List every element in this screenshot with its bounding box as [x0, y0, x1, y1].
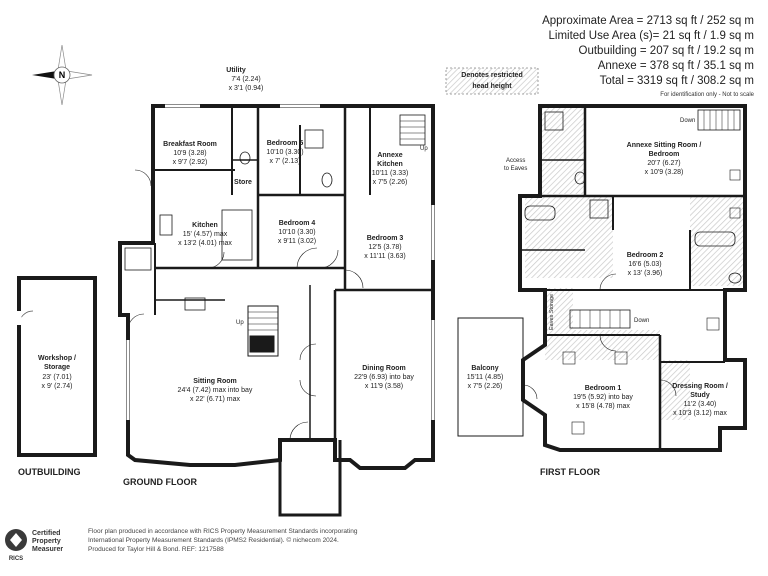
breakfast-dims2: x 9'7 (2.92)	[173, 159, 208, 166]
eaves-storage-label: Eaves Storage	[549, 294, 555, 330]
annexe-sitting-dims2: x 10'9 (3.28)	[645, 169, 684, 176]
annexe-kitchen-dims2: x 7'5 (2.26)	[373, 179, 408, 186]
workshop-dims2: x 9' (2.74)	[42, 383, 73, 390]
bedroom1-dims1: 19'5 (5.92) into bay	[573, 394, 633, 401]
annexe-sitting-name2: Bedroom	[649, 151, 680, 158]
identification-note: For identification only - Not to scale	[660, 92, 754, 98]
rics-badge-icon: RICS	[5, 529, 27, 562]
ground-floor-plan	[118, 104, 435, 517]
stairs-down-label: Down	[634, 318, 649, 324]
annexe-area: Annexe = 378 sq ft / 35.1 sq m	[597, 60, 754, 72]
dressing-name1: Dressing Room /	[672, 383, 728, 390]
balcony-dims1: 15'11 (4.85)	[467, 374, 504, 381]
sitting-name: Sitting Room	[193, 378, 237, 385]
rics-text: RICS	[9, 556, 23, 562]
bedroom4-dims2: x 9'11 (3.02)	[278, 238, 316, 245]
annexe-kitchen-name2: Kitchen	[377, 161, 403, 168]
kitchen-dims2: x 13'2 (4.01) max	[178, 240, 232, 247]
breakfast-name: Breakfast Room	[163, 141, 217, 148]
limited-use-area: Limited Use Area (s)= 21 sq ft / 1.9 sq …	[548, 30, 755, 42]
bedroom3-dims1: 12'5 (3.78)	[368, 244, 401, 251]
first-floor-label: FIRST FLOOR	[540, 467, 600, 477]
sitting-dims2: x 22' (6.71) max	[190, 396, 240, 403]
annexe-sitting-name1: Annexe Sitting Room /	[627, 142, 702, 149]
dressing-dims1: 11'2 (3.40)	[684, 401, 717, 408]
first-floor-plan	[518, 104, 747, 452]
bedroom5-dims1: 10'10 (3.30)	[266, 149, 303, 156]
dressing-dims2: x 10'3 (3.12) max	[673, 410, 727, 417]
bedroom3-dims2: x 11'11 (3.63)	[364, 253, 406, 260]
bedroom5-dims2: x 7' (2.13)	[270, 158, 301, 165]
kitchen-name: Kitchen	[192, 222, 218, 229]
bedroom4-dims1: 10'10 (3.30)	[278, 229, 315, 236]
sitting-dims1: 24'4 (7.42) max into bay	[178, 387, 253, 394]
breakfast-dims1: 10'9 (3.28)	[173, 150, 206, 157]
utility-dims2: x 3'1 (0.94)	[229, 85, 264, 92]
dining-name: Dining Room	[362, 365, 406, 372]
outbuilding-area: Outbuilding = 207 sq ft / 19.2 sq m	[578, 45, 754, 57]
access-eaves-line1: Access	[506, 158, 525, 164]
workshop-name1: Workshop /	[38, 355, 76, 362]
kitchen-dims1: 15' (4.57) max	[183, 231, 228, 238]
annexe-down-label: Down	[680, 118, 695, 124]
bedroom5-name: Bedroom 5	[267, 140, 304, 147]
badge-line2: Property	[32, 538, 61, 545]
compass-letter: N	[59, 70, 66, 80]
bedroom2-name: Bedroom 2	[627, 252, 664, 259]
footer-line1: Floor plan produced in accordance with R…	[88, 528, 358, 535]
utility-dims1: 7'4 (2.24)	[231, 76, 260, 83]
access-eaves-line2: to Eaves	[504, 166, 527, 172]
approximate-area: Approximate Area = 2713 sq ft / 252 sq m	[542, 15, 754, 27]
legend-line1: Denotes restricted	[461, 72, 522, 79]
badge-line3: Measurer	[32, 546, 64, 553]
badge-line1: Certified	[32, 530, 61, 537]
footer-line2: International Property Measurement Stand…	[88, 537, 339, 544]
outbuilding-plan: Workshop / Storage 23' (7.01) x 9' (2.74…	[16, 276, 97, 457]
balcony-name: Balcony	[471, 365, 498, 372]
dressing-name2: Study	[690, 392, 710, 399]
rics-badge-text: Certified Property Measurer	[32, 530, 63, 554]
restricted-legend-box	[445, 67, 539, 95]
footer-line3: Produced for Taylor Hill & Bond. REF: 12…	[88, 546, 224, 553]
utility-name: Utility	[226, 67, 246, 74]
bedroom4-name: Bedroom 4	[279, 220, 316, 227]
bedroom2-dims1: 16'6 (5.03)	[628, 261, 661, 268]
bedroom2-dims2: x 13' (3.96)	[628, 270, 663, 277]
ground-windows	[126, 104, 435, 420]
dining-dims2: x 11'9 (3.58)	[365, 383, 403, 390]
bedroom1-dims2: x 15'8 (4.78) max	[576, 403, 630, 410]
outbuilding-label: OUTBUILDING	[18, 467, 81, 477]
bedroom1-name: Bedroom 1	[585, 385, 622, 392]
ground-floor-label: GROUND FLOOR	[123, 477, 197, 487]
compass-icon: N	[32, 44, 93, 106]
bedroom3-name: Bedroom 3	[367, 235, 404, 242]
dining-dims1: 22'9 (6.93) into bay	[354, 374, 414, 381]
balcony-dims2: x 7'5 (2.26)	[468, 383, 503, 390]
annexe-up-label: Up	[420, 146, 428, 152]
annexe-kitchen-name1: Annexe	[377, 152, 402, 159]
stairs-up-label: Up	[236, 320, 244, 326]
store-name: Store	[234, 179, 252, 186]
legend-line2: head height	[472, 83, 512, 90]
annexe-sitting-dims1: 20'7 (6.27)	[647, 160, 680, 167]
workshop-name2: Storage	[44, 364, 70, 371]
total-area: Total = 3319 sq ft / 308.2 sq m	[599, 75, 754, 87]
footer-text: Floor plan produced in accordance with R…	[88, 527, 358, 554]
workshop-dims1: 23' (7.01)	[42, 374, 71, 381]
balcony-outline	[457, 317, 524, 437]
annexe-kitchen-dims1: 10'11 (3.33)	[372, 170, 409, 177]
